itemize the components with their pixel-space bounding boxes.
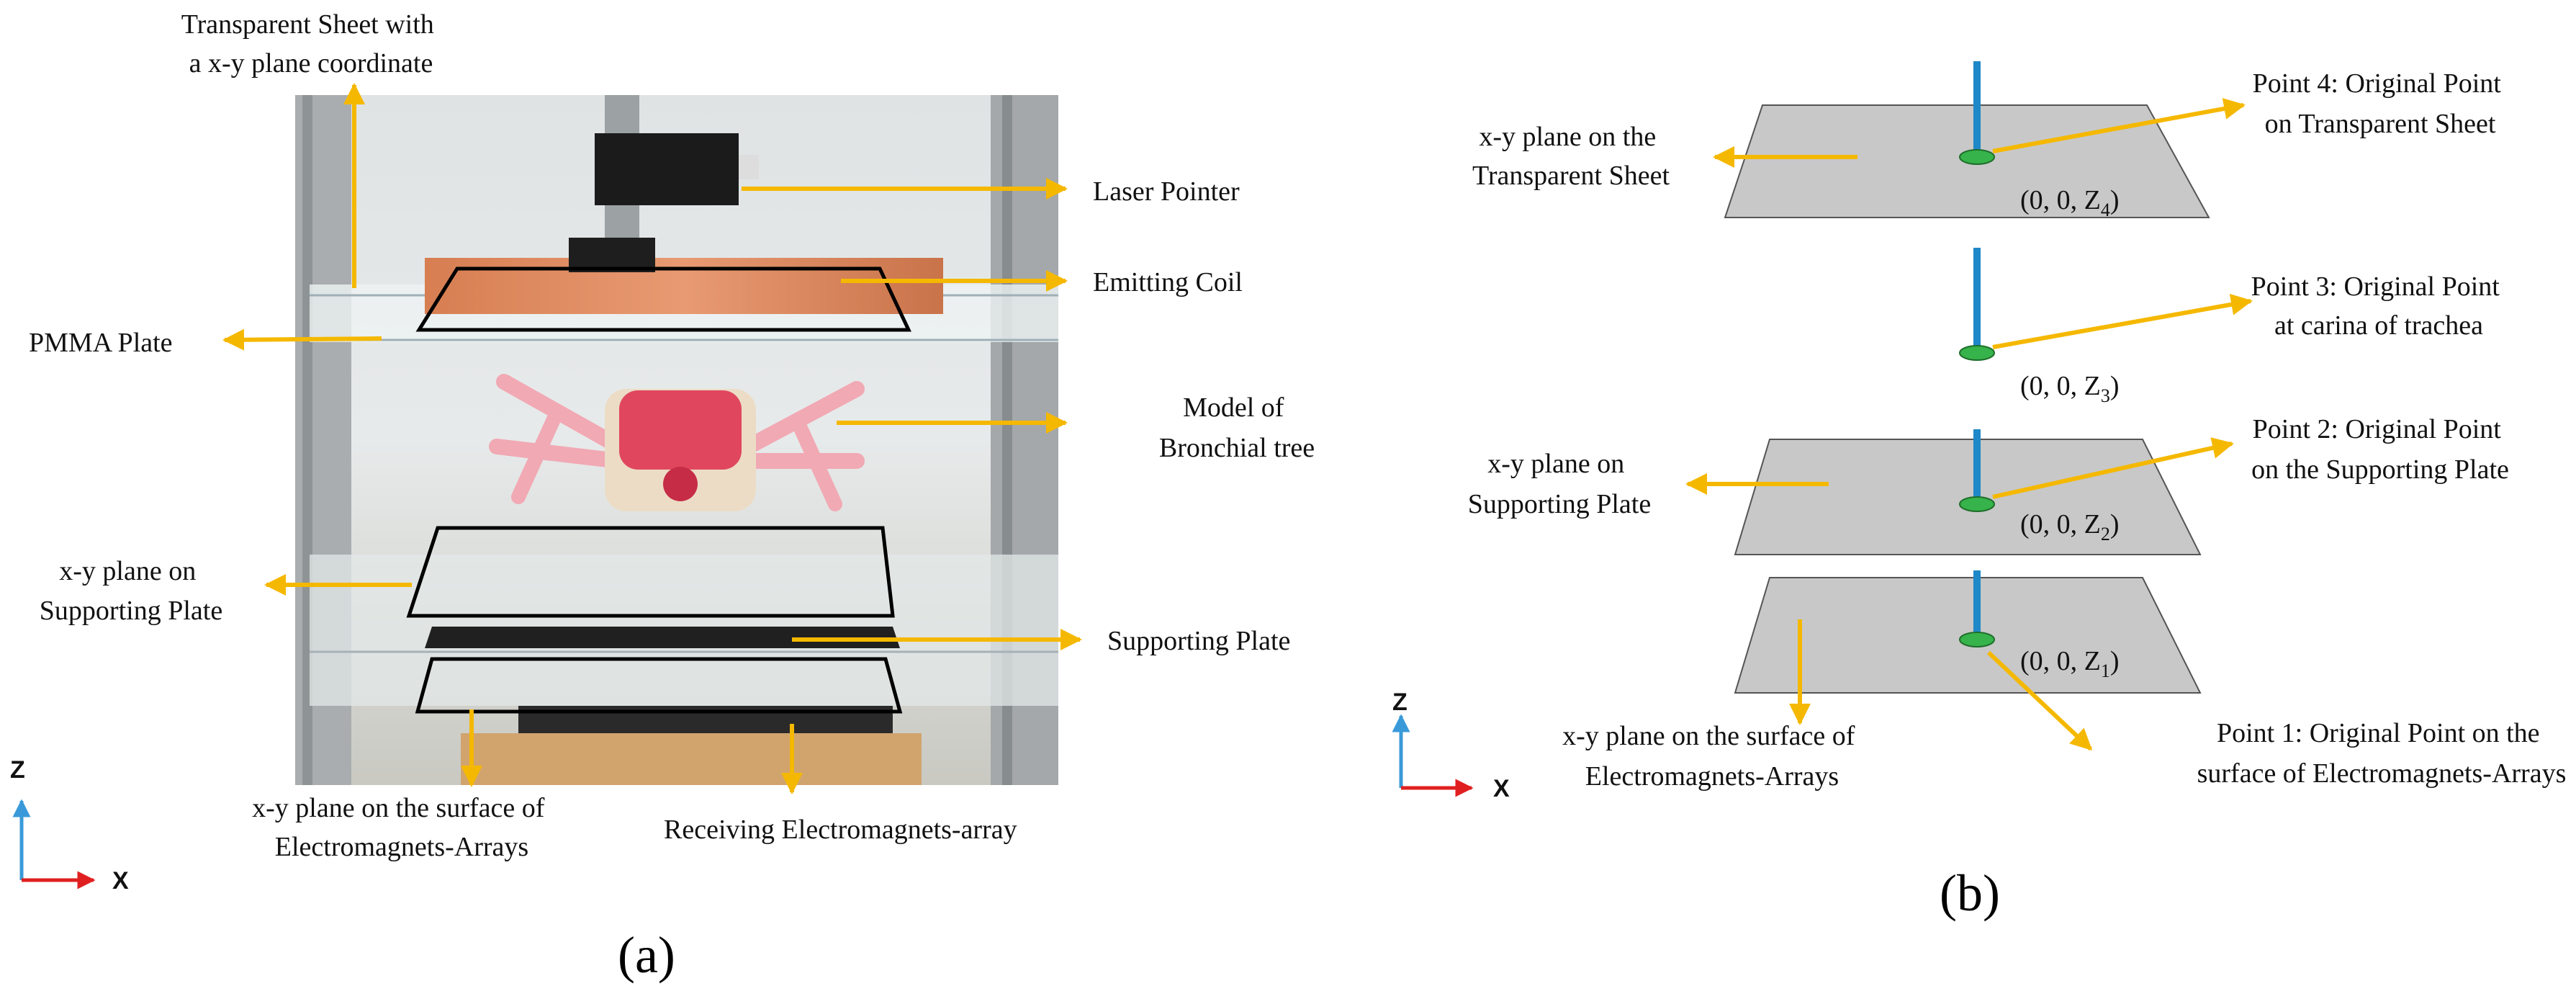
coordinate-z2: (0, 0, Z2): [2020, 509, 2120, 544]
pointer-carina: [1959, 248, 1995, 361]
arrow-point-4: [1992, 98, 2246, 153]
label-supporting-plate: Supporting Plate: [1107, 626, 1290, 656]
plane-supporting-plate: [1734, 429, 2202, 555]
axis-x-label-b: X: [1493, 775, 1510, 802]
point-4-marker: [1959, 149, 1995, 165]
axis-z-label-b: Z: [1392, 689, 1408, 716]
plane-transparent-sheet: [1724, 61, 2210, 218]
axis-x-label: X: [112, 867, 129, 895]
plane-electromagnets-arrays: [1734, 570, 2202, 694]
label-xy-surface-b: x-y plane on the surface of Electromagne…: [1562, 721, 1862, 792]
axis-z-label: Z: [10, 756, 25, 784]
label-point-2: Point 2: Original Point on the Supportin…: [2251, 414, 2509, 485]
arrow-pmma-plate: [222, 328, 382, 351]
label-xy-transparent-sheet: x-y plane on the Transparent Sheet: [1472, 122, 1670, 191]
apparatus-photo: [295, 95, 1058, 785]
point-1-marker: [1959, 632, 1995, 647]
arrow-point-2: [1992, 437, 2234, 499]
label-xy-supporting-b: x-y plane on Supporting Plate: [1468, 449, 1651, 519]
label-point-1: Point 1: Original Point on the surface o…: [2197, 718, 2567, 789]
label-transparent-sheet: Transparent Sheet with a x-y plane coord…: [181, 9, 441, 79]
callout-arrows-b: [1685, 98, 2253, 751]
labels-a: Transparent Sheet with a x-y plane coord…: [29, 9, 1315, 862]
panel-a: Transparent Sheet with a x-y plane coord…: [10, 9, 1315, 984]
label-emitting-coil: Emitting Coil: [1093, 267, 1243, 297]
point-2-marker: [1959, 496, 1995, 512]
arrow-point-1: [1986, 650, 2093, 751]
callout-arrows-a: [222, 83, 1082, 794]
coordinate-z3: (0, 0, Z3): [2020, 371, 2120, 406]
label-point-3: Point 3: Original Point at carina of tra…: [2251, 272, 2507, 341]
label-receiving-array: Receiving Electromagnets-array: [664, 815, 1017, 845]
panel-b: x-y plane on the Transparent Sheet (0, 0…: [1392, 61, 2566, 922]
label-xy-supporting: x-y plane on Supporting Plate: [40, 556, 222, 626]
coordinate-z1: (0, 0, Z1): [2020, 646, 2120, 681]
label-laser-pointer: Laser Pointer: [1093, 176, 1240, 207]
arrow-point-3: [1992, 293, 2253, 349]
label-point-4: Point 4: Original Point on Transparent S…: [2253, 68, 2508, 139]
label-bronchial-tree: Model of Bronchial tree: [1159, 393, 1315, 463]
label-xy-surface: x-y plane on the surface of Electromagne…: [252, 793, 551, 862]
panel-a-caption: (a): [618, 926, 675, 984]
label-pmma-plate: PMMA Plate: [29, 328, 173, 358]
axes-a: Z X: [10, 756, 129, 895]
panel-b-caption: (b): [1940, 864, 2000, 922]
axes-b: Z X: [1392, 689, 1510, 802]
coordinate-z4: (0, 0, Z4): [2020, 185, 2120, 220]
point-3-marker: [1959, 345, 1995, 361]
labels-b: x-y plane on the Transparent Sheet (0, 0…: [1468, 68, 2567, 792]
